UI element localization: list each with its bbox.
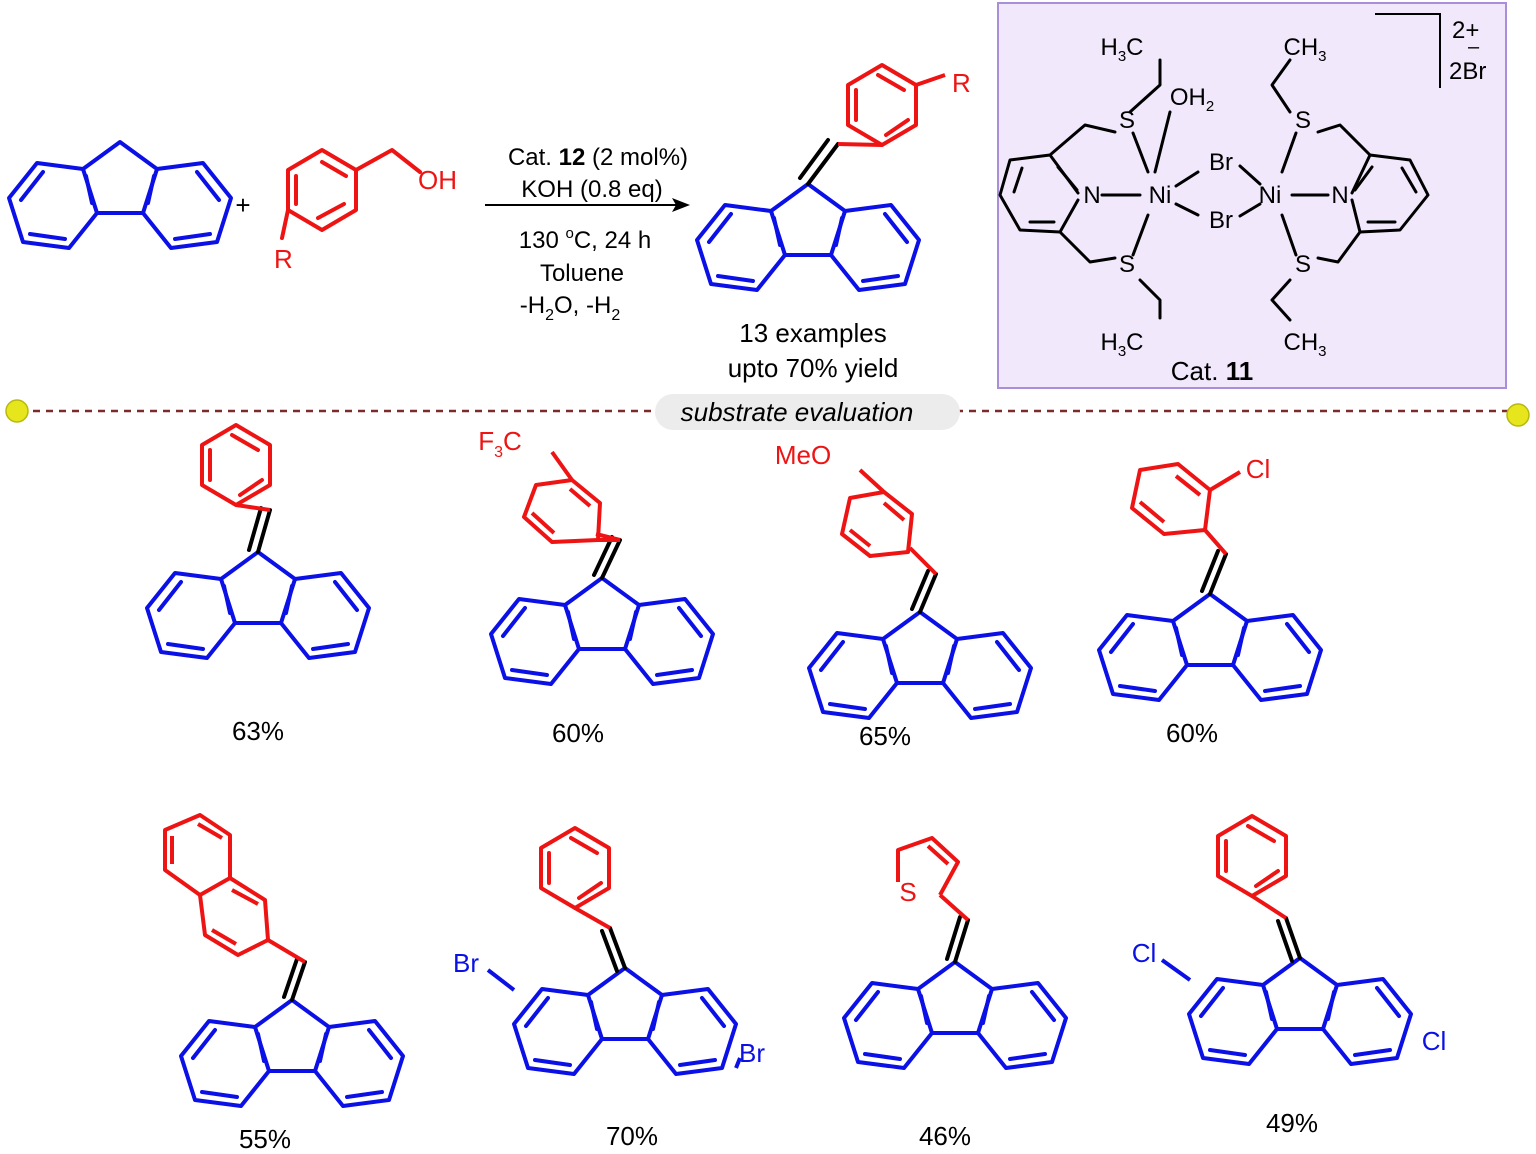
substrate-8: Cl Cl 49% [1132, 814, 1447, 1138]
substrate-1-yield: 63% [232, 716, 284, 746]
oh2-label: OH2 [1170, 84, 1214, 115]
substrate-5-yield: 55% [239, 1124, 291, 1154]
s-right-top: S [1295, 107, 1311, 134]
substrate-7: S 46% [842, 836, 1068, 1151]
catalyst-caption: Cat. 11 [1171, 356, 1253, 386]
substrate-4-cl: Cl [1246, 454, 1271, 484]
substrate-3-yield: 65% [859, 721, 911, 751]
substrate-8-yield: 49% [1266, 1108, 1318, 1138]
substrate-6-br-left: Br [453, 948, 479, 978]
substrate-2-cf3: F3C [478, 426, 522, 461]
br-bottom: Br [1209, 207, 1233, 234]
condition-temperature: 130 oC, 24 h [519, 225, 651, 254]
substrate-5: 55% [163, 813, 405, 1154]
counterion-label: 2Br [1449, 58, 1486, 85]
ch3-top-label: CH3 [1283, 34, 1326, 65]
substrate-6: Br Br 70% [453, 826, 765, 1151]
section-divider: substrate evaluation [5, 394, 1530, 430]
ni-left: Ni [1149, 182, 1172, 209]
charge-label: 2+ [1452, 17, 1479, 44]
substrate-3-meo: MeO [775, 440, 831, 470]
reaction-arrow [485, 198, 690, 212]
oh-label: OH [418, 165, 457, 195]
condition-byproducts: -H2O, -H2 [520, 292, 621, 324]
s-right-bottom: S [1295, 251, 1311, 278]
yield-summary: upto 70% yield [728, 353, 899, 383]
substrate-4: Cl 60% [1097, 454, 1323, 748]
benzyl-alcohol: OH R [274, 148, 457, 274]
condition-catalyst: Cat. 12 (2 mol%) [508, 144, 688, 171]
s-left-bottom: S [1119, 251, 1135, 278]
h3c-bottom-label: H3C [1100, 329, 1143, 360]
h3c-top-label: H3C [1100, 34, 1143, 65]
general-product: R [695, 63, 971, 292]
ni-right: Ni [1259, 182, 1282, 209]
substrate-6-br-right: Br [739, 1038, 765, 1068]
substrate-8-cl-right: Cl [1422, 1026, 1447, 1056]
r-label: R [274, 244, 293, 274]
plus-sign: + [235, 190, 250, 220]
fluorene-reactant [7, 140, 233, 250]
substrate-7-s: S [899, 877, 916, 907]
minus-label: – [1468, 36, 1480, 58]
substrate-8-cl-left: Cl [1132, 938, 1157, 968]
catalyst-panel: 2+ – 2Br [997, 2, 1507, 389]
substrate-4-yield: 60% [1166, 718, 1218, 748]
substrate-6-yield: 70% [606, 1121, 658, 1151]
divider-label: substrate evaluation [681, 397, 914, 427]
br-top: Br [1209, 149, 1233, 176]
reaction-conditions: Cat. 12 (2 mol%) KOH (0.8 eq) 130 oC, 24… [508, 144, 688, 324]
s-left-top: S [1119, 107, 1135, 134]
ch3-bottom-label: CH3 [1283, 329, 1326, 360]
product-r-label: R [952, 68, 971, 98]
condition-solvent: Toluene [540, 260, 624, 287]
substrate-7-yield: 46% [919, 1121, 971, 1151]
n-left: N [1083, 182, 1100, 209]
examples-count: 13 examples [739, 318, 886, 348]
substrate-3: MeO 65% [775, 440, 1033, 751]
substrate-2: F3C 60% [478, 426, 715, 748]
substrate-2-yield: 60% [552, 718, 604, 748]
condition-base: KOH (0.8 eq) [521, 176, 662, 203]
n-right: N [1331, 182, 1348, 209]
substrate-1: 63% [145, 423, 371, 746]
